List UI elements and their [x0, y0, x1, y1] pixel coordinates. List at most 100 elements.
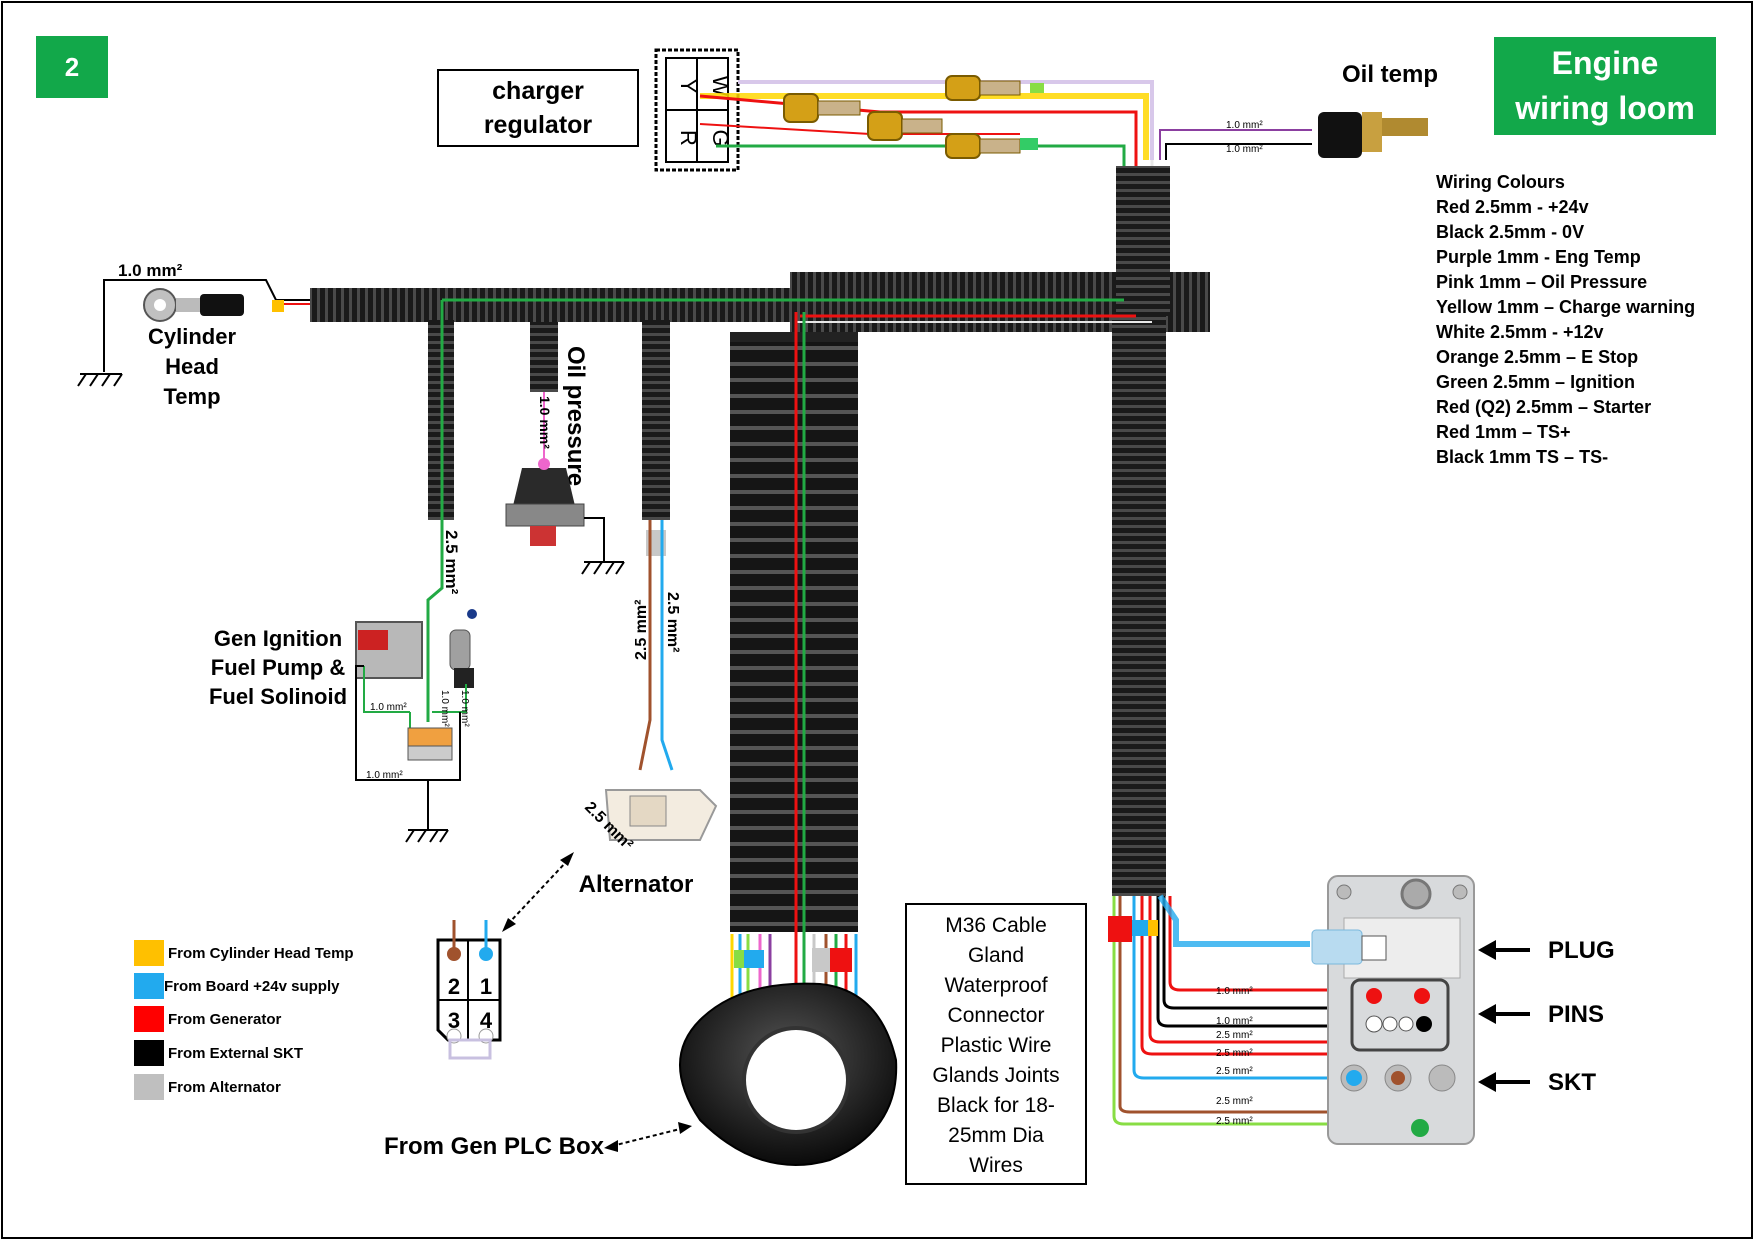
wiring-colour-0: Red 2.5mm - +24v [1436, 197, 1589, 217]
plug-pin-1: 1 [480, 974, 492, 999]
wiring-colour-7: Green 2.5mm – Ignition [1436, 372, 1635, 392]
socket-wire-sizes: 1.0 mm² 1.0 mm² 2.5 mm² 2.5 mm² 2.5 mm² … [1216, 986, 1253, 1127]
legend-label-3: From External SKT [168, 1045, 303, 1062]
gland-conduit [730, 332, 858, 932]
cylinder-label-line-1: Cylinder [148, 324, 236, 349]
main-loom [310, 166, 1210, 896]
oil-temp-wire-size-2: 1.0 mm² [1226, 144, 1263, 155]
cylinder-wire-size: 1.0 mm² [118, 261, 183, 280]
legend-swatch-4 [134, 1074, 164, 1100]
wiring-colour-10: Black 1mm TS – TS- [1436, 447, 1608, 467]
oil-temp-sensor: Oil temp 1.0 mm² 1.0 mm² [1226, 61, 1438, 158]
wiring-colour-1: Black 2.5mm - 0V [1436, 222, 1584, 242]
charger-regulator-label-box: charger regulator [437, 69, 639, 147]
gen-branch-wire-size: 2.5 mm² [442, 530, 461, 595]
socket-callouts: PLUG PINS SKT [1478, 937, 1615, 1096]
alt-brown-wire-size: 2.5 mm² [633, 600, 650, 660]
wiring-colour-9: Red 1mm – TS+ [1436, 422, 1571, 442]
connector-letter-w: W [708, 76, 733, 97]
charger-label-line-2: regulator [484, 111, 593, 139]
legend-label-2: From Generator [168, 1011, 282, 1028]
connector-letter-g: G [708, 129, 733, 146]
ground-symbol-cylinder [77, 373, 123, 387]
cylinder-head-temp-sensor: 1.0 mm² Cylinder Head Temp [77, 261, 310, 409]
gland-text-1: Gland [968, 944, 1024, 967]
oil-temp-wire-size-1: 1.0 mm² [1226, 120, 1263, 131]
spade-terminals [783, 75, 1044, 159]
skt-wire-size-3: 2.5 mm² [1216, 1048, 1253, 1059]
gen-label-line-3: Fuel Solinoid [209, 684, 347, 709]
regulator-connector: Y W R G [654, 48, 740, 172]
wiring-colour-2: Purple 1mm - Eng Temp [1436, 247, 1641, 267]
wiring-colour-5: White 2.5mm - +12v [1436, 322, 1604, 342]
from-gen-plc: From Gen PLC Box [384, 1122, 692, 1160]
oil-pressure-label: Oil pressure [562, 346, 589, 486]
gen-label-line-1: Gen Ignition [214, 626, 342, 651]
page-number: 2 [65, 52, 79, 82]
title-line-1: Engine [1552, 45, 1659, 81]
gen-wire-size-c: 1.0 mm² [439, 690, 450, 727]
legend-swatch-2 [134, 1006, 164, 1032]
plug-pin-2: 2 [448, 974, 460, 999]
skt-wire-size-0: 1.0 mm² [1216, 986, 1253, 997]
from-gen-plc-label: From Gen PLC Box [384, 1133, 605, 1160]
alt-blue-wire-size: 2.5 mm² [664, 592, 681, 652]
gland-text-0: M36 Cable [945, 914, 1047, 937]
connector-letter-y: Y [676, 79, 701, 94]
legend-label-1: From Board +24v supply [164, 978, 340, 995]
ground-symbol-oil [581, 561, 625, 575]
cylinder-label-line-3: Temp [163, 384, 220, 409]
skt-label: SKT [1548, 1069, 1596, 1096]
socket-body [1311, 875, 1475, 1145]
oil-pressure-branch: Oil pressure 1.0 mm² [505, 322, 625, 575]
charger-label-line-1: charger [492, 77, 584, 105]
gland-markers [734, 948, 852, 972]
pins-label: PINS [1548, 1001, 1604, 1028]
legend: From Cylinder Head Temp From Board +24v … [134, 940, 354, 1100]
alternator-branch: 2.5 mm² 2.5 mm² 2.5 mm² Alternator [502, 320, 718, 932]
legend-label-0: From Cylinder Head Temp [168, 945, 354, 962]
gen-wire-size-a: 1.0 mm² [370, 702, 407, 713]
wiring-colour-8: Red (Q2) 2.5mm – Starter [1436, 397, 1651, 417]
gland-text-8: Wires [969, 1154, 1023, 1177]
gen-ignition-branch: 2.5 mm² Gen Ignition Fuel Pump & Fuel So… [209, 300, 477, 843]
connector-letter-r: R [676, 130, 701, 146]
socket-wire-markers [1108, 916, 1158, 942]
gland-text-4: Plastic Wire [941, 1034, 1052, 1057]
legend-swatch-1 [134, 973, 164, 999]
alternator-label: Alternator [579, 871, 694, 898]
gen-wire-size-b: 1.0 mm² [366, 770, 403, 781]
gland-text-5: Glands Joints [932, 1064, 1059, 1087]
wiring-colour-6: Orange 2.5mm – E Stop [1436, 347, 1638, 367]
wiring-colours-title: Wiring Colours [1436, 172, 1565, 192]
skt-wire-size-4: 2.5 mm² [1216, 1066, 1253, 1077]
wiring-colour-4: Yellow 1mm – Charge warning [1436, 297, 1695, 317]
gland-text-2: Waterproof [944, 974, 1047, 997]
title-badge: Engine wiring loom [1494, 37, 1716, 135]
plug-label: PLUG [1548, 937, 1615, 964]
four-way-plug: 2 1 3 4 [436, 920, 502, 1060]
page-number-badge: 2 [36, 36, 108, 98]
oil-pressure-wire-size: 1.0 mm² [537, 396, 553, 449]
wiring-colour-3: Pink 1mm – Oil Pressure [1436, 272, 1647, 292]
title-line-2: wiring loom [1514, 90, 1695, 126]
gland-description-box: M36 Cable Gland Waterproof Connector Pla… [905, 903, 1087, 1185]
wiring-colours-list: Wiring Colours Red 2.5mm - +24v Black 2.… [1436, 172, 1695, 467]
gland-text-7: 25mm Dia [948, 1124, 1044, 1147]
ground-symbol-gen [405, 829, 449, 843]
main-loom-wires [442, 298, 1152, 323]
legend-swatch-3 [134, 1040, 164, 1066]
skt-wire-size-5: 2.5 mm² [1216, 1096, 1253, 1107]
cylinder-label-line-2: Head [165, 354, 219, 379]
legend-swatch-0 [134, 940, 164, 966]
skt-wire-size-6: 2.5 mm² [1216, 1116, 1253, 1127]
socket-wires [1112, 894, 1448, 1128]
gen-label-line-2: Fuel Pump & [211, 655, 346, 680]
gland-text-6: Black for 18- [937, 1094, 1055, 1117]
legend-label-4: From Alternator [168, 1079, 281, 1096]
gland-text-3: Connector [948, 1004, 1045, 1027]
skt-wire-size-2: 2.5 mm² [1216, 1030, 1253, 1041]
gen-wire-size-d: 1.0 mm² [459, 690, 470, 727]
